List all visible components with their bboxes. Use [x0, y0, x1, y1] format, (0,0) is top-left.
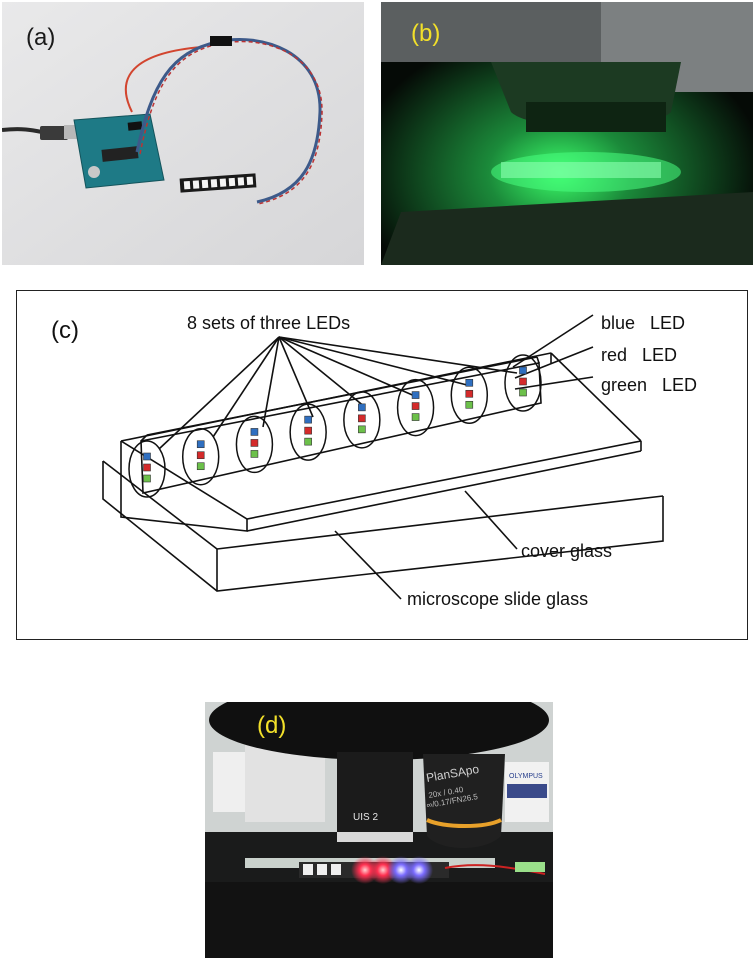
- microscope-green-photo: [381, 2, 753, 265]
- red-led-square: [143, 463, 151, 472]
- panel-label-b: (b): [411, 20, 441, 47]
- blue-led-label: blue LED: [601, 313, 686, 333]
- green-led-square: [196, 462, 205, 471]
- photo-arduino-panel: (a): [2, 2, 364, 265]
- microscope-led-photo: UIS 2 PlanSApo 20x / 0.40 ∞/0.17/FN26.5 …: [205, 702, 553, 958]
- blue-led-square: [519, 366, 527, 375]
- green-led-square: [519, 388, 527, 397]
- green-led-label: green LED: [601, 375, 698, 395]
- brand-label: OLYMPUS: [509, 773, 543, 780]
- panel-label-c: (c): [51, 317, 79, 344]
- objective-label-left: UIS 2: [353, 812, 378, 823]
- led-sets-caption: 8 sets of three LEDs: [187, 313, 351, 333]
- led-set-ellipse: [396, 378, 435, 437]
- red-led-square: [465, 389, 474, 398]
- led-set-ellipse: [504, 354, 542, 412]
- red-led-square: [358, 414, 366, 423]
- led-layout-diagram: (c) 8 sets of three LEDs blue LED red LE…: [16, 290, 748, 640]
- blue-led-square: [411, 391, 420, 399]
- blue-led-square: [196, 440, 205, 449]
- green-led-square: [304, 437, 312, 446]
- green-led-square: [358, 425, 366, 434]
- photo-microscope-green-panel: (b): [381, 2, 753, 265]
- diagram-drawing: [102, 314, 664, 600]
- led-set-ellipse: [128, 440, 166, 498]
- red-led-square: [519, 377, 527, 386]
- lit-led-blue-2: [405, 856, 433, 884]
- blue-led-square: [465, 378, 474, 387]
- slide-glass-label: microscope slide glass: [407, 589, 589, 609]
- led-set-ellipse: [343, 391, 381, 449]
- blue-led-square: [250, 428, 259, 436]
- green-led-square: [250, 450, 259, 458]
- cover-glass-label: cover glass: [521, 541, 613, 561]
- led-set-ellipse: [181, 427, 220, 486]
- red-led-square: [196, 451, 205, 460]
- blue-led-square: [358, 403, 366, 412]
- caption-leader-lines: [158, 336, 518, 450]
- led-set-ellipse: [235, 415, 274, 474]
- red-led-label: red LED: [601, 345, 678, 365]
- led-strip-outline: [140, 362, 542, 494]
- photo-microscope-led-panel: UIS 2 PlanSApo 20x / 0.40 ∞/0.17/FN26.5 …: [205, 702, 553, 958]
- green-led-square: [411, 413, 420, 421]
- red-led-square: [250, 439, 259, 447]
- blue-led-square: [143, 452, 151, 461]
- red-led-square: [411, 402, 420, 410]
- blue-led-square: [304, 415, 312, 424]
- led-sets-group: [128, 354, 542, 498]
- red-led-square: [304, 426, 312, 435]
- panel-label-d: (d): [257, 712, 287, 739]
- arduino-photo: [2, 2, 364, 265]
- green-led-square: [465, 400, 474, 409]
- led-set-ellipse: [450, 366, 489, 425]
- green-led-square: [143, 474, 151, 483]
- led-set-ellipse: [289, 403, 327, 461]
- panel-label-a: (a): [26, 24, 56, 51]
